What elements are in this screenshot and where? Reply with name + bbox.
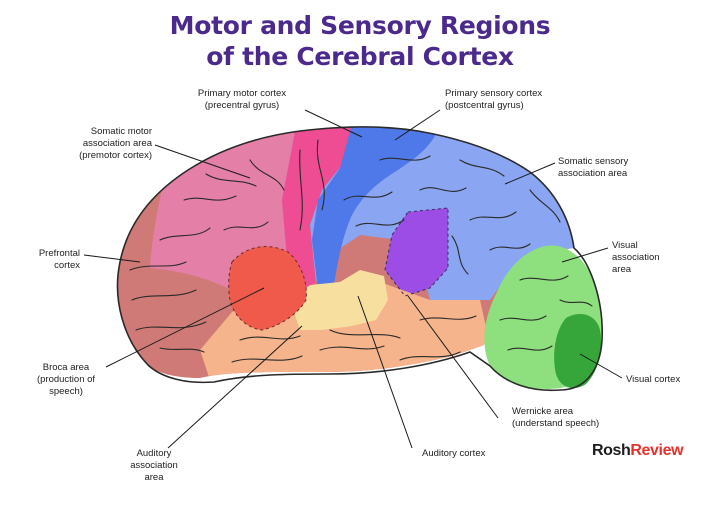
title-line-1: Motor and Sensory Regions [169,11,551,40]
title-line-2: of the Cerebral Cortex [206,42,514,71]
broca-region [228,246,307,331]
label-auditory-association-area: Auditory association area [130,448,178,483]
sulci-lines [129,139,593,363]
visual-cortex-region [554,314,602,389]
wernicke-region [385,208,448,296]
label-primary-motor-cortex: Primary motor cortex (precentral gyrus) [197,88,287,111]
wernicke-outline [384,207,449,297]
diagram-title: Motor and Sensory Regions of the Cerebra… [0,10,720,72]
roshreview-logo: RoshReview [592,442,684,459]
label-visual-association-area: Visual association area [612,240,660,275]
primary-sensory-region [312,126,440,290]
brain-outline [116,126,603,392]
label-primary-sensory-cortex: Primary sensory cortex (postcentral gyru… [445,88,543,111]
label-broca-area: Broca area (production of speech) [36,362,96,397]
label-somatic-motor-association: Somatic motor association area (premotor… [79,126,152,161]
auditory-cortex-region [290,270,388,330]
label-prefrontal-cortex: Prefrontal cortex [38,248,80,271]
label-visual-cortex: Visual cortex [626,374,681,385]
callout-lines [83,109,623,449]
label-wernicke-area: Wernicke area (understand speech) [512,406,600,429]
label-somatic-sensory-association: Somatic sensory association area [558,156,629,179]
label-auditory-cortex: Auditory cortex [422,448,486,459]
